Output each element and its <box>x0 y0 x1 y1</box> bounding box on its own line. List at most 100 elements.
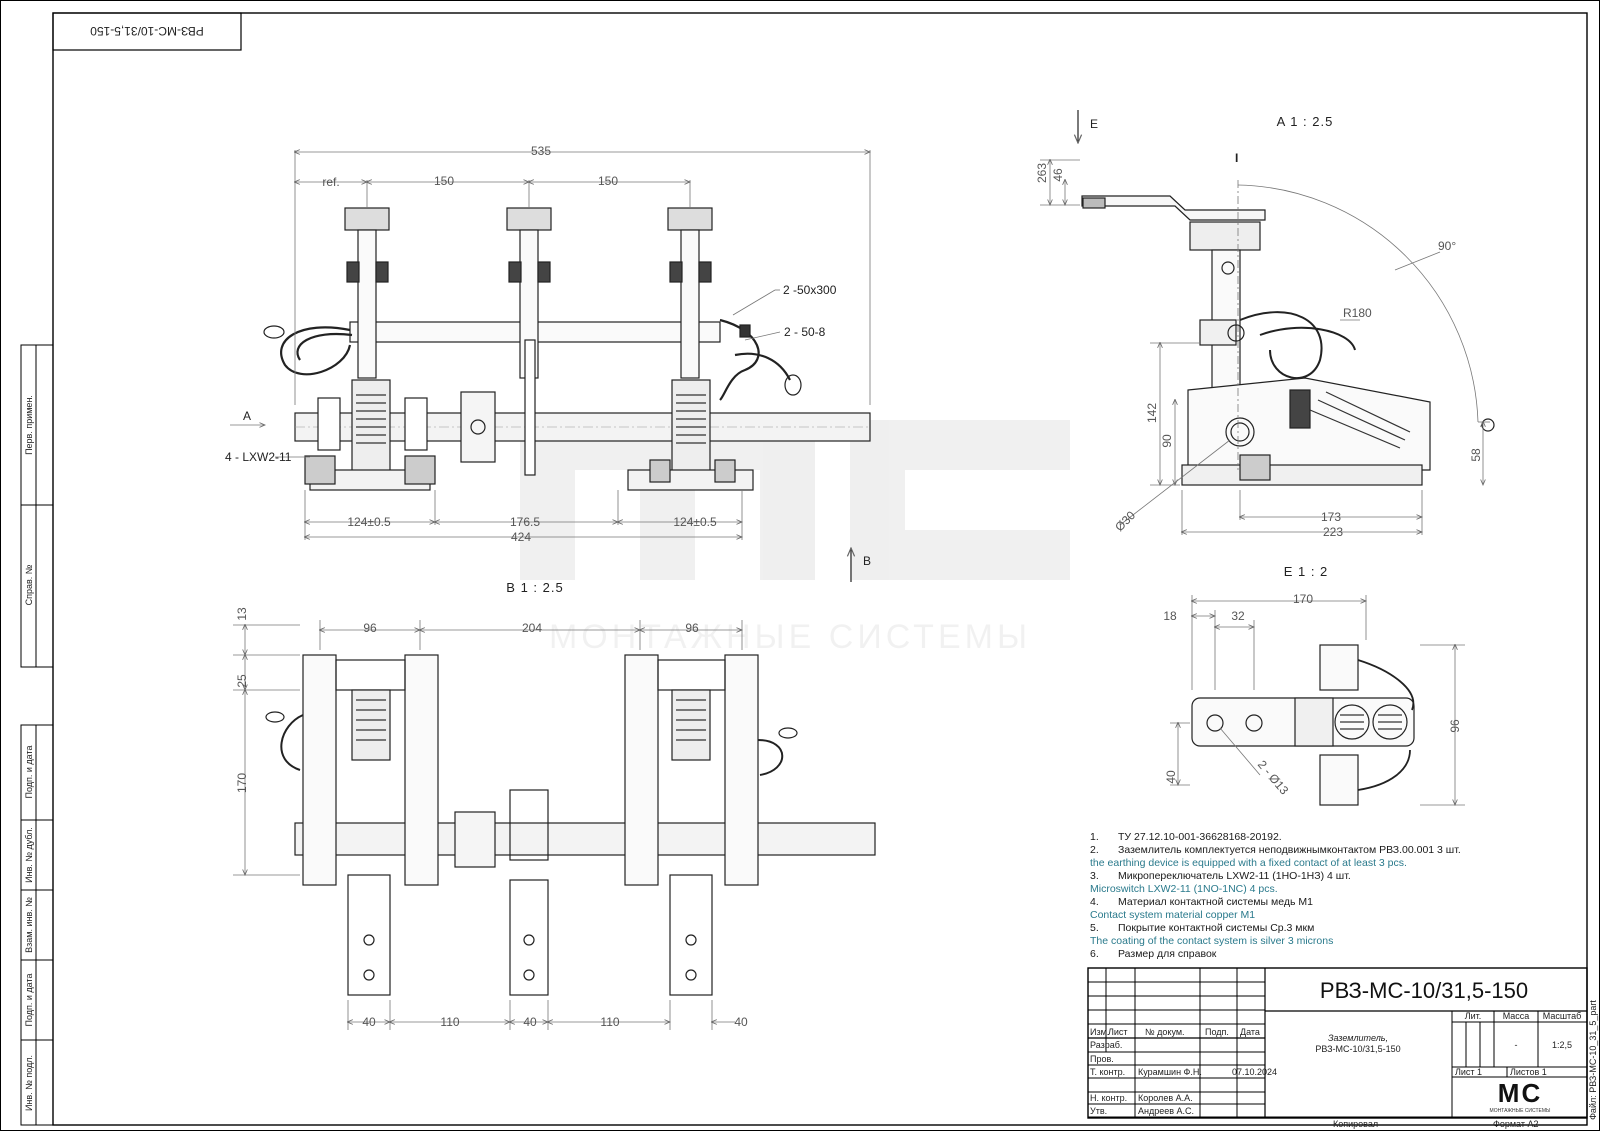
dim-r180: R180 <box>1343 306 1372 320</box>
file-label: Файл: РВЗ-МС-10_31_5_part <box>1588 1000 1598 1120</box>
note-3-ru: Микропереключатель LXW2-11 (1НО-1НЗ) 4 ш… <box>1118 870 1351 882</box>
title-name-2: РВЗ-МС-10/31,5-150 <box>1315 1044 1400 1054</box>
view-e-title: E 1 : 2 <box>1284 564 1329 579</box>
note-4-ru: Материал контактной системы медь М1 <box>1118 896 1313 908</box>
dim-angle: 90° <box>1438 239 1456 253</box>
scale-header: Масштаб <box>1543 1011 1582 1021</box>
side-view-dims <box>1040 160 1490 535</box>
callout-cable-1: 2 -50x300 <box>783 283 837 297</box>
side-view-labels: 263 46 90° R180 142 90 58 Ø30 173 223 <box>1035 163 1483 539</box>
dim-e-18: 18 <box>1163 609 1177 623</box>
detail-e-dims <box>1170 595 1465 805</box>
view-b-title: B 1 : 2.5 <box>506 580 563 595</box>
role-nkontr: Н. контр. <box>1090 1093 1127 1103</box>
role-prov: Пров. <box>1090 1054 1114 1064</box>
dim-ref: ref. <box>322 175 339 189</box>
dim-424: 424 <box>511 530 531 544</box>
title-name-1: Заземлитель, <box>1328 1033 1388 1043</box>
col-doc: № докум. <box>1145 1027 1185 1037</box>
scale-value: 1:2,5 <box>1552 1040 1572 1050</box>
col-date: Дата <box>1240 1027 1260 1037</box>
note-3-en: Microswitch LXW2-11 (1NO-1NC) 4 pcs. <box>1090 883 1278 895</box>
note-1-ru: ТУ 27.12.10-001-36628168-20192. <box>1118 831 1282 843</box>
col-izm: Изм. <box>1090 1027 1109 1037</box>
note-2-en: the earthing device is equipped with a f… <box>1090 857 1407 869</box>
nkontr-name: Королев А.А. <box>1138 1093 1193 1103</box>
tkontr-name: Курамшин Ф.Н. <box>1138 1067 1202 1077</box>
title-block <box>1087 967 1588 1119</box>
note-5-ru: Покрытие контактной системы Ср.3 мкм <box>1118 922 1314 934</box>
arrow-b: B <box>851 548 871 582</box>
front-view-labels: 535 ref. 150 150 2 -50x300 2 - 50-8 4 - … <box>225 144 837 544</box>
strip-podp-2: Подп. и дата <box>24 973 34 1026</box>
dim-90: 90 <box>1160 434 1174 448</box>
dim-173: 173 <box>1321 510 1341 524</box>
side-strip: Перв. примен. Справ. № Подп. и дата Инв.… <box>20 344 54 1126</box>
view-a-title: A 1 : 2.5 <box>1277 114 1334 129</box>
svg-text:МОНТАЖНЫЕ СИСТЕМЫ: МОНТАЖНЫЕ СИСТЕМЫ <box>1490 1108 1551 1114</box>
section-mark: I <box>1235 151 1238 165</box>
role-utv: Утв. <box>1090 1106 1107 1116</box>
watermark-text: МОНТАЖНЫЕ СИСТЕМЫ <box>549 618 1031 656</box>
dim-e-holes: 2 - Ø13 <box>1255 758 1292 798</box>
utv-name: Андреев А.С. <box>1138 1106 1194 1116</box>
dim-40-c: 40 <box>734 1015 748 1029</box>
side-view <box>1081 195 1495 486</box>
dim-d30: Ø30 <box>1112 508 1138 534</box>
dim-e-32: 32 <box>1231 609 1245 623</box>
front-view-dims <box>230 150 870 540</box>
dim-263: 263 <box>1035 163 1049 183</box>
dim-150-a: 150 <box>434 174 454 188</box>
dim-110-b: 110 <box>600 1015 619 1029</box>
dim-96-b: 96 <box>685 621 699 635</box>
mass-header: Масса <box>1503 1011 1530 1021</box>
format-label: Формат А2 <box>1493 1119 1538 1129</box>
role-razrab: Разраб. <box>1090 1040 1122 1050</box>
watermark-logo <box>520 420 1070 580</box>
sheet-label: Лист 1 <box>1455 1067 1482 1077</box>
pole-2 <box>460 207 552 476</box>
company-logo: МС МОНТАЖНЫЕ СИСТЕМЫ <box>1490 1078 1551 1114</box>
svg-text:B: B <box>863 554 871 568</box>
callout-switch: 4 - LXW2-11 <box>225 450 292 464</box>
arrow-a-label: A <box>243 409 251 423</box>
strip-vzam: Взам. инв. № <box>24 897 34 953</box>
note-1-num: 1. <box>1090 831 1099 843</box>
dim-150-b: 150 <box>598 174 618 188</box>
dim-58: 58 <box>1469 448 1483 462</box>
svg-text:E: E <box>1090 117 1098 131</box>
dim-124-b: 124±0.5 <box>673 515 717 529</box>
copied-label: Копировал <box>1333 1119 1378 1129</box>
dim-46: 46 <box>1051 168 1065 182</box>
strip-inv-dubl: Инв. № дубл. <box>24 827 34 883</box>
title-block-text: РВЗ-МС-10/31,5-150 Заземлитель, РВЗ-МС-1… <box>1090 978 1598 1129</box>
dim-223: 223 <box>1323 525 1343 539</box>
stamp-code: РВЗ-МС-10/31,5-150 <box>90 24 204 38</box>
mass-value: - <box>1515 1040 1518 1050</box>
top-view-labels: 96 204 96 13 25 170 40 110 40 110 40 <box>235 607 748 1029</box>
note-6-ru: Размер для справок <box>1118 948 1217 960</box>
role-tkontr: Т. контр. <box>1090 1067 1125 1077</box>
strip-sprav: Справ. № <box>24 564 34 605</box>
arrow-e: E <box>1078 110 1098 143</box>
note-5-en: The coating of the contact system is sil… <box>1090 935 1333 947</box>
sheets-label: Листов 1 <box>1510 1067 1547 1077</box>
note-3-num: 3. <box>1090 870 1099 882</box>
inner-frame <box>52 12 1588 1126</box>
top-view <box>265 654 876 996</box>
strip-podp-1: Подп. и дата <box>24 745 34 798</box>
note-2-ru: Заземлитель комплектуется неподвижнымкон… <box>1118 844 1461 856</box>
dim-13: 13 <box>235 607 249 621</box>
top-view-dims <box>233 620 742 1030</box>
lit-header: Лит. <box>1465 1011 1482 1021</box>
col-sign: Подп. <box>1205 1027 1229 1037</box>
title-designation: РВЗ-МС-10/31,5-150 <box>1320 978 1528 1003</box>
note-4-en: Contact system material copper M1 <box>1090 909 1255 921</box>
front-view <box>263 207 871 491</box>
dim-535: 535 <box>531 144 551 158</box>
dim-e-96: 96 <box>1448 719 1462 733</box>
strip-inv-podl: Инв. № подл. <box>24 1055 34 1111</box>
note-5-num: 5. <box>1090 922 1099 934</box>
stamp-box: РВЗ-МС-10/31,5-150 <box>52 12 242 51</box>
dim-170: 170 <box>235 773 249 793</box>
